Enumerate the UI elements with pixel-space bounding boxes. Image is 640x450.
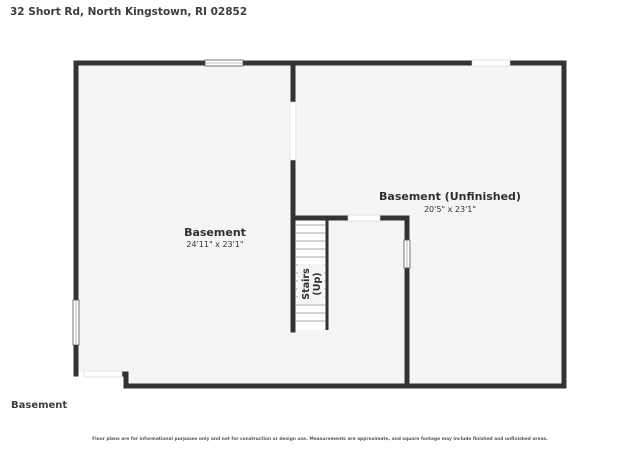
window-top-right: [471, 59, 511, 67]
disclaimer: Floor plans are for informational purpos…: [92, 437, 548, 442]
windows: [72, 59, 511, 378]
stairs-direction: (Up): [312, 272, 323, 295]
window-stair-top: [347, 214, 381, 222]
room-dimensions-basement: 24'11" x 23'1": [186, 240, 243, 249]
walls: [73, 60, 567, 389]
door-bottom-left-opening: [83, 370, 123, 378]
stair-label-backdrop: [298, 264, 324, 304]
window-divider-opening: [289, 101, 297, 161]
property-address: 32 Short Rd, North Kingstown, RI 02852: [10, 6, 248, 18]
room-label-unfinished: Basement (Unfinished): [379, 190, 521, 203]
room-dimensions-unfinished: 20'5" x 23'1": [424, 205, 476, 214]
basement-floor-area: [77, 64, 408, 385]
room-label-basement: Basement: [184, 226, 246, 239]
unfinished-floor-area: [294, 64, 564, 385]
stairs-label: Stairs: [301, 268, 312, 300]
floor-name: Basement: [11, 400, 68, 411]
